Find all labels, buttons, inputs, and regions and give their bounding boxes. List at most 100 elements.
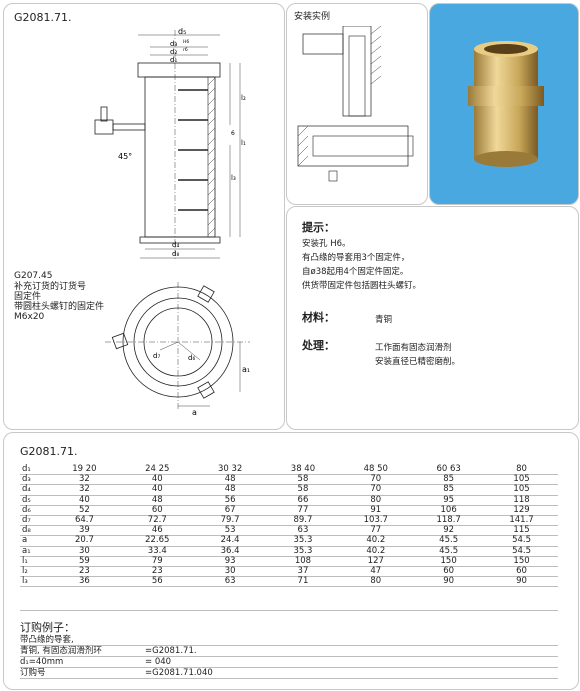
order-row-4: 订购号=G2081.71.040 bbox=[20, 668, 558, 679]
table-cell: 32 bbox=[48, 484, 121, 496]
table-cell: 30 bbox=[48, 546, 121, 557]
drawing-code: G2081.71. bbox=[14, 11, 72, 24]
table-cell: 33.4 bbox=[120, 546, 194, 557]
table-cell: 64.7 bbox=[48, 515, 121, 527]
dim-a1: a₁ bbox=[242, 365, 250, 374]
table-cell: 150 bbox=[412, 556, 486, 567]
row-label: l₃ bbox=[20, 576, 48, 588]
table-cell: 38 40 bbox=[266, 465, 340, 476]
table-cell: 108 bbox=[266, 556, 340, 567]
table-cell: 24.4 bbox=[193, 535, 267, 547]
table-cell: 85 bbox=[412, 474, 486, 486]
table-cell: 129 bbox=[485, 505, 558, 516]
table-cell: 60 bbox=[412, 566, 486, 578]
install-title: 安装实例 bbox=[294, 12, 331, 22]
order-row-2: 青铜, 有固态润滑剂环=G2081.71. bbox=[20, 646, 558, 657]
row-label: d₆ bbox=[20, 505, 48, 516]
order-left-1: 带凸缘的导套, bbox=[20, 635, 74, 645]
table-cell: 85 bbox=[412, 484, 486, 496]
dim-d4: d₄ bbox=[172, 241, 179, 249]
table-cell: 80 bbox=[339, 576, 413, 588]
row-label: a₁ bbox=[20, 546, 48, 557]
row-label: d₅ bbox=[20, 495, 48, 506]
order-right-2: =G2081.71. bbox=[145, 646, 197, 656]
dim-d3: d₃ bbox=[170, 40, 177, 48]
material-value: 青铜 bbox=[375, 315, 393, 325]
table-cell: 40 bbox=[120, 474, 194, 486]
table-cell: 39 bbox=[48, 525, 121, 537]
table-cell: 91 bbox=[339, 505, 413, 516]
install-frame bbox=[286, 3, 428, 205]
row-label: l₁ bbox=[20, 556, 48, 567]
order-row-1: 带凸缘的导套, bbox=[20, 635, 558, 646]
table-cell: 92 bbox=[412, 525, 486, 537]
dim-l2: l₂ bbox=[241, 94, 246, 102]
table-cell: 35.3 bbox=[266, 535, 340, 547]
table-cell: 80 bbox=[485, 465, 558, 476]
dim-angle: 45° bbox=[118, 152, 132, 161]
table-cell: 71 bbox=[266, 576, 340, 588]
table-cell: 32 bbox=[48, 474, 121, 486]
row-label: d₁ bbox=[20, 465, 48, 476]
row-label: l₂ bbox=[20, 566, 48, 578]
order-title: 订购例子： bbox=[20, 621, 75, 634]
table-blank-area bbox=[20, 590, 558, 611]
table-cell: 48 50 bbox=[339, 465, 413, 476]
table-cell: 67 bbox=[193, 505, 267, 516]
order-left-3: d₁=40mm bbox=[20, 657, 64, 667]
table-cell: 63 bbox=[266, 525, 340, 537]
table-cell: 48 bbox=[193, 484, 267, 496]
table-cell: 20.7 bbox=[48, 535, 121, 547]
table-cell: 90 bbox=[485, 576, 558, 588]
table-cell: 118.7 bbox=[412, 515, 486, 527]
dim-d7: d₇ bbox=[153, 352, 160, 360]
treatment-value-2: 安装直径已精密磨削。 bbox=[375, 357, 461, 367]
dim-l1: l₁ bbox=[241, 139, 246, 147]
hint-line-3: 自ø38起用4个固定件固定。 bbox=[302, 267, 409, 277]
table-cell: 93 bbox=[193, 556, 267, 567]
table-cell: 106 bbox=[412, 505, 486, 516]
table-cell: 63 bbox=[193, 576, 267, 588]
bushing-section-drawing: d₅ d₃ H6 d₂ r6 d₁ d₄ d₈ l₂ l₁ l₃ 6 45° bbox=[94, 27, 246, 260]
table-cell: 40 bbox=[120, 484, 194, 496]
table-cell: 30 bbox=[193, 566, 267, 578]
table-cell: 54.5 bbox=[485, 535, 558, 547]
table-cell: 36.4 bbox=[193, 546, 267, 557]
table-cell: 70 bbox=[339, 474, 413, 486]
table-cell: 79.7 bbox=[193, 515, 267, 527]
dim-a: a bbox=[192, 408, 197, 417]
hint-line-1: 安装孔 H6。 bbox=[302, 239, 351, 249]
table-cell: 24 25 bbox=[120, 465, 194, 476]
dim-tol-h6: H6 bbox=[183, 39, 189, 45]
row-label: d₄ bbox=[20, 484, 48, 496]
bronze-bushing-photo bbox=[468, 41, 544, 167]
table-cell: 60 bbox=[120, 505, 194, 516]
table-cell: 79 bbox=[120, 556, 194, 567]
fixing-code: G207.45 bbox=[14, 271, 53, 281]
table-cell: 48 bbox=[193, 474, 267, 486]
table-cell: 23 bbox=[48, 566, 121, 578]
table-cell: 58 bbox=[266, 484, 340, 496]
hints-frame bbox=[286, 206, 579, 430]
table-cell: 47 bbox=[339, 566, 413, 578]
table-cell: 105 bbox=[485, 474, 558, 486]
table-cell: 19 20 bbox=[48, 465, 121, 476]
order-right-3: = 040 bbox=[145, 657, 172, 667]
table-cell: 66 bbox=[266, 495, 340, 506]
dim-d2: d₂ bbox=[170, 48, 177, 56]
row-label: a bbox=[20, 535, 48, 547]
table-cell: 30 32 bbox=[193, 465, 267, 476]
table-cell: 141.7 bbox=[485, 515, 558, 527]
table-cell: 53 bbox=[193, 525, 267, 537]
fixing-line-3: 带圆柱头螺钉的固定件 bbox=[14, 302, 105, 312]
table-cell: 77 bbox=[339, 525, 413, 537]
